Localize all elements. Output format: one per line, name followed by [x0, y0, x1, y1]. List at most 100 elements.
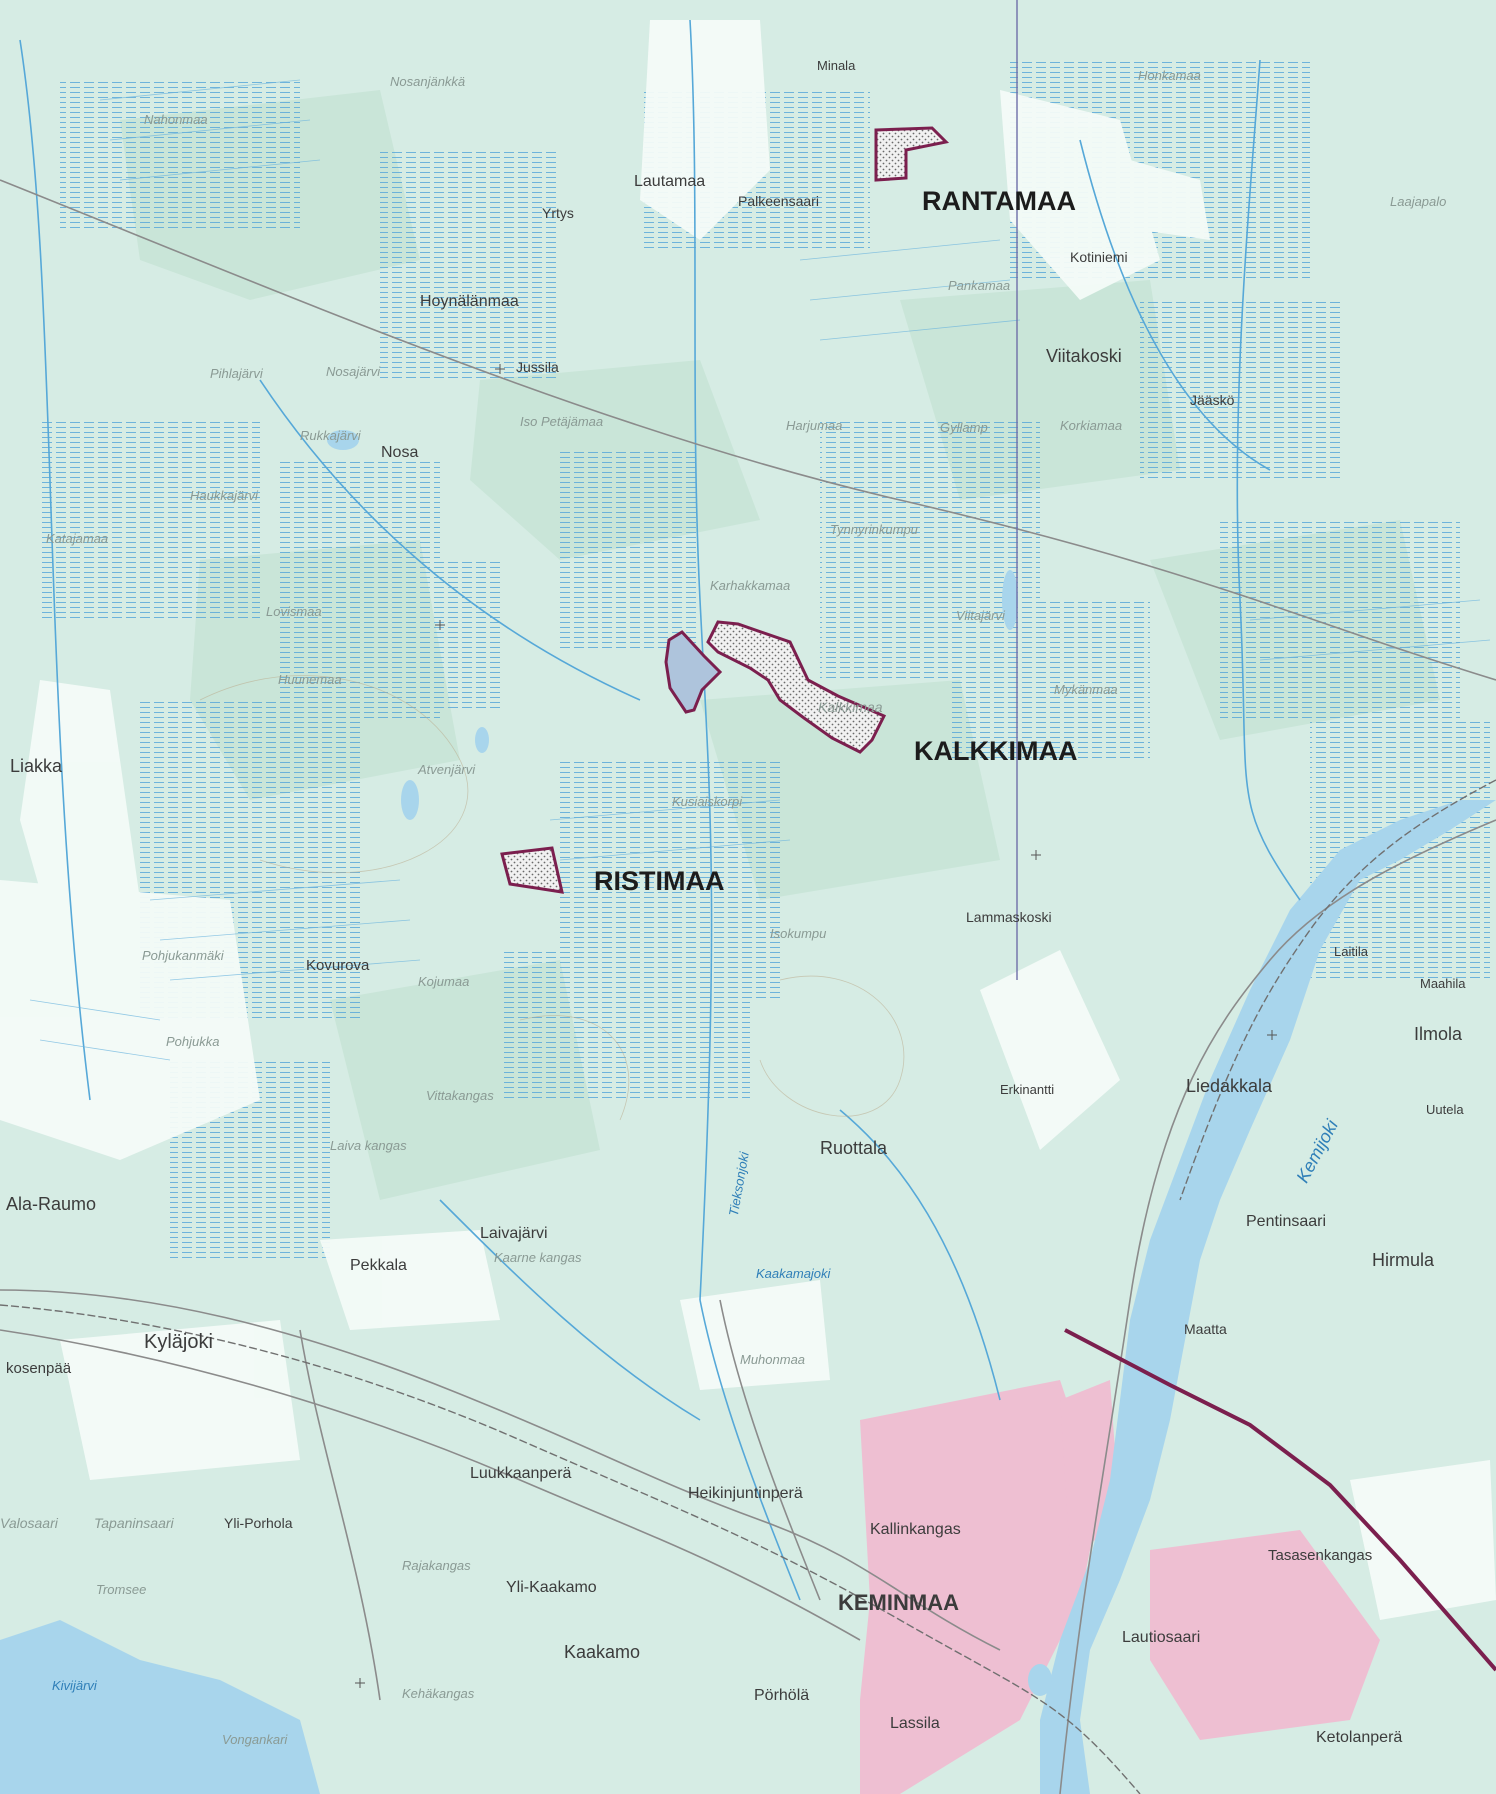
- terrain-rajakangas: Rajakangas: [402, 1558, 471, 1573]
- place-uutela: Uutela: [1426, 1102, 1464, 1117]
- place-kylajoki: Kyläjoki: [144, 1331, 213, 1353]
- place-minala: Minala: [817, 58, 856, 73]
- place-hoynalanmaa: Hoynälänmaa: [420, 293, 519, 310]
- area-ristimaa: [500, 846, 564, 894]
- place-liakka: Liakka: [10, 756, 63, 776]
- place-hirmula: Hirmula: [1372, 1250, 1435, 1270]
- terrain-tynnyrinkumpu: Tynnyrinkumpu: [830, 522, 918, 537]
- place-yrtys: Yrtys: [542, 205, 574, 221]
- terrain-vongankari: Vongankari: [222, 1732, 288, 1747]
- terrain-kaarnekangas: Kaarne kangas: [494, 1250, 582, 1265]
- place-ketolanpera: Ketolanperä: [1316, 1729, 1402, 1746]
- kemijoki-river: [1040, 800, 1496, 1794]
- power-line: [1064, 1328, 1496, 1672]
- terrain-nosanjankka: Nosanjänkkä: [390, 74, 465, 89]
- place-ruottala: Ruottala: [820, 1138, 888, 1158]
- terrain-lovismaa: Lovismaa: [266, 604, 322, 619]
- open-fields: [0, 20, 1496, 1620]
- place-laitila: Laitila: [1334, 944, 1369, 959]
- area-kalkkimaa-pit: [664, 630, 723, 714]
- terrain-viitajarvi: Viitajärvi: [956, 608, 1006, 623]
- place-viitakoski: Viitakoski: [1046, 346, 1122, 366]
- roads: [0, 179, 1496, 1794]
- terrain-nahonmaa: Nahonmaa: [144, 112, 208, 127]
- area-label-ristimaa: RISTIMAA: [594, 866, 725, 896]
- place-maatta: Maatta: [1184, 1321, 1227, 1337]
- area-kalkkimaa: [706, 620, 887, 754]
- place-lammaskoski: Lammaskoski: [966, 909, 1052, 925]
- terrain-haukkajarvi: Haukkajärvi: [190, 488, 259, 503]
- terrain-harjumaa: Harjumaa: [786, 418, 842, 433]
- terrain-pankamaa: Pankamaa: [948, 278, 1010, 293]
- map-symbols: [355, 364, 1277, 1688]
- terrain-vittakangas: Vittakangas: [426, 1088, 494, 1103]
- terrain-pihlajarvi: Pihlajärvi: [210, 366, 264, 381]
- terrain-atvenjarvi: Atvenjärvi: [417, 762, 476, 777]
- place-kallinkangas: Kallinkangas: [870, 1521, 961, 1538]
- place-palkeensaari: Palkeensaari: [738, 193, 819, 209]
- terrain-pohjukka: Pohjukka: [166, 1034, 219, 1049]
- place-erkinantti: Erkinantti: [1000, 1082, 1054, 1097]
- place-lautiosaari: Lautiosaari: [1122, 1629, 1200, 1646]
- place-pentinsaari: Pentinsaari: [1246, 1213, 1326, 1230]
- place-liedakkala: Liedakkala: [1186, 1076, 1273, 1096]
- terrain-korkiamaa: Korkiamaa: [1060, 418, 1122, 433]
- place-nosa: Nosa: [381, 444, 418, 461]
- area-label-rantamaa: RANTAMAA: [922, 186, 1076, 216]
- place-heikinjuntinpera: Heikinjuntinperä: [688, 1485, 803, 1502]
- place-tapaninsaari: Tapaninsaari: [94, 1515, 175, 1531]
- place-luukkaanpera: Luukkaanperä: [470, 1465, 572, 1482]
- place-lautamaa: Lautamaa: [634, 173, 705, 190]
- water-kivijarvi: Kivijärvi: [52, 1678, 98, 1693]
- terrain-rukkajarvi: Rukkajärvi: [300, 428, 362, 443]
- place-jaasko: Jääskö: [1190, 392, 1235, 408]
- ditch-network: [29, 79, 1491, 1061]
- terrain-gyllamp: Gyllamp: [940, 420, 988, 435]
- place-porhola: Pörhölä: [754, 1687, 809, 1704]
- place-maahila: Maahila: [1420, 976, 1466, 991]
- terrain-karhakkamaa: Karhakkamaa: [710, 578, 790, 593]
- place-ilmola: Ilmola: [1414, 1024, 1463, 1044]
- place-valosaari: Valosaari: [0, 1515, 59, 1531]
- terrain-mykanmaa: Mykänmaa: [1054, 682, 1118, 697]
- place-pekkala: Pekkala: [350, 1257, 407, 1274]
- terrain-nosajarvi: Nosajärvi: [326, 364, 381, 379]
- place-tasasenkangas: Tasasenkangas: [1268, 1547, 1372, 1564]
- place-kosenpaa: kosenpää: [6, 1360, 72, 1377]
- place-lassila: Lassila: [890, 1715, 940, 1732]
- terrain-katajamaa: Katajamaa: [46, 531, 108, 546]
- place-yli-porhola: Yli-Porhola: [224, 1515, 293, 1531]
- place-kotiniemi: Kotiniemi: [1070, 249, 1128, 265]
- area-rantamaa: [874, 126, 950, 182]
- contours: [199, 675, 905, 1121]
- terrain-muhonmaa: Muhonmaa: [740, 1352, 805, 1367]
- place-yli-kaakamo: Yli-Kaakamo: [506, 1579, 597, 1596]
- terrain-petajamaa: Iso Petäjämaa: [520, 414, 603, 429]
- railway: [0, 779, 1496, 1794]
- terrain-kehakangas: Kehäkangas: [402, 1686, 475, 1701]
- place-kaakamo: Kaakamo: [564, 1642, 640, 1662]
- terrain-honkamaa: Honkamaa: [1138, 68, 1201, 83]
- terrain-isokumpu: Isokumpu: [770, 926, 826, 941]
- lakes: [327, 430, 1052, 1696]
- sea: [0, 1620, 320, 1794]
- area-label-kalkkimaa: KALKKIMAA: [914, 736, 1077, 766]
- terrain-laajapalo: Laajapalo: [1390, 194, 1446, 209]
- terrain-kaakamajoki: Kaakamajoki: [756, 1266, 832, 1281]
- streams: [19, 19, 1301, 1601]
- place-keminmaa: KEMINMAA: [838, 1590, 959, 1615]
- place-jussila: Jussila: [516, 359, 559, 375]
- study-areas: [500, 126, 950, 894]
- terrain-huunemaa: Huunemaa: [278, 672, 342, 687]
- place-ala-raumo: Ala-Raumo: [6, 1194, 96, 1214]
- terrain-tromsee: Tromsee: [96, 1582, 146, 1597]
- label-kalkkimaa-small: Kalkkimaa: [818, 699, 883, 715]
- place-kovurova: Kovurova: [306, 957, 370, 974]
- place-laivajarvi: Laivajärvi: [480, 1225, 548, 1242]
- terrain-pohjukanmaki: Pohjukanmäki: [142, 948, 225, 963]
- terrain-kusiaiskorpi: Kusiaiskorpi: [672, 794, 743, 809]
- urban-area: [860, 1380, 1380, 1794]
- terrain-kojumaa: Kojumaa: [418, 974, 469, 989]
- terrain-laivakangas: Laiva kangas: [330, 1138, 407, 1153]
